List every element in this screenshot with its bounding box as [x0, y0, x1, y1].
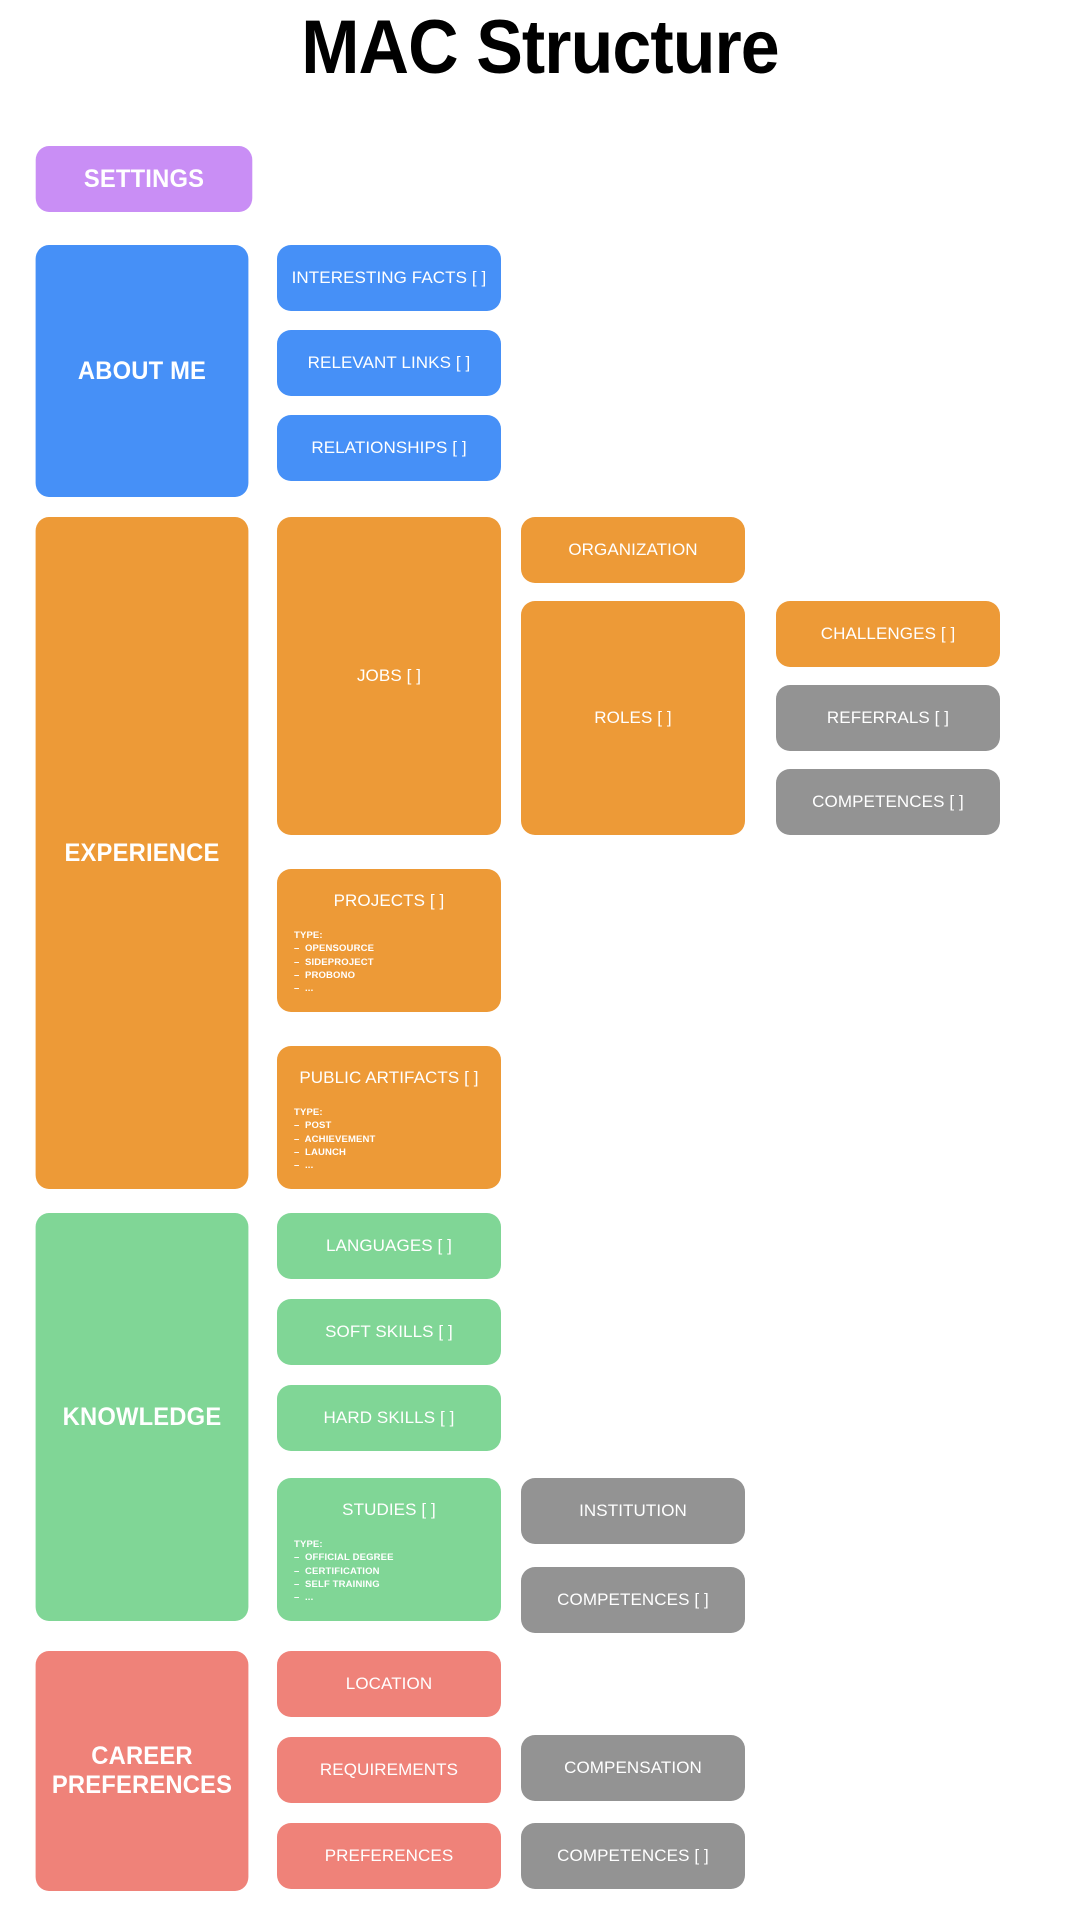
type-item: – ... — [294, 983, 314, 995]
type-item: – SIDEPROJECT — [294, 956, 374, 968]
leaf-public-artifacts[interactable]: PUBLIC ARTIFACTS [ ] TYPE: – POST – ACHI… — [277, 1046, 501, 1189]
leaf-institution[interactable]: INSTITUTION — [521, 1478, 745, 1544]
leaf-interesting-facts[interactable]: INTERESTING FACTS [ ] — [277, 245, 501, 311]
group-career-preferences[interactable]: CAREER PREFERENCES — [35, 1651, 249, 1891]
type-label: TYPE: — [294, 1106, 323, 1118]
leaf-hard-skills[interactable]: HARD SKILLS [ ] — [277, 1385, 501, 1451]
group-career-preferences-line1: CAREER — [91, 1742, 193, 1771]
leaf-preferences[interactable]: PREFERENCES — [277, 1823, 501, 1889]
page-title: MAC Structure — [301, 5, 779, 90]
type-label: TYPE: — [294, 1538, 323, 1550]
leaf-public-artifacts-type-list: TYPE: – POST – ACHIEVEMENT – LAUNCH – ..… — [277, 1106, 501, 1173]
leaf-competences-knowledge[interactable]: COMPETENCES [ ] — [521, 1567, 745, 1633]
leaf-roles[interactable]: ROLES [ ] — [521, 601, 745, 835]
type-item: – SELF TRAINING — [294, 1579, 380, 1590]
leaf-relationships[interactable]: RELATIONSHIPS [ ] — [277, 415, 501, 481]
leaf-jobs[interactable]: JOBS [ ] — [277, 517, 501, 835]
group-career-preferences-line2: PREFERENCES — [51, 1771, 233, 1799]
leaf-challenges[interactable]: CHALLENGES [ ] — [776, 601, 1000, 667]
type-item: – CERTIFICATION — [294, 1565, 380, 1577]
group-settings[interactable]: SETTINGS — [35, 146, 253, 212]
leaf-competences-experience[interactable]: COMPETENCES [ ] — [776, 769, 1000, 835]
type-item: – PROBONO — [294, 970, 356, 981]
group-experience[interactable]: EXPERIENCE — [35, 517, 249, 1189]
leaf-studies-type-list: TYPE: – OFFICIAL DEGREE – CERTIFICATION … — [277, 1538, 501, 1605]
leaf-projects-title: PROJECTS [ ] — [333, 891, 445, 910]
leaf-projects-type-list: TYPE: – OPENSOURCE – SIDEPROJECT – PROBO… — [277, 929, 501, 996]
group-knowledge[interactable]: KNOWLEDGE — [35, 1213, 249, 1621]
leaf-referrals[interactable]: REFERRALS [ ] — [776, 685, 1000, 751]
leaf-organization[interactable]: ORGANIZATION — [521, 517, 745, 583]
leaf-location[interactable]: LOCATION — [277, 1651, 501, 1717]
type-item: – OFFICIAL DEGREE — [294, 1552, 394, 1564]
leaf-languages[interactable]: LANGUAGES [ ] — [277, 1213, 501, 1279]
group-about-me[interactable]: ABOUT ME — [35, 245, 249, 497]
leaf-projects[interactable]: PROJECTS [ ] TYPE: – OPENSOURCE – SIDEPR… — [277, 869, 501, 1012]
leaf-competences-career[interactable]: COMPETENCES [ ] — [521, 1823, 745, 1889]
type-item: – ... — [294, 1592, 314, 1604]
leaf-soft-skills[interactable]: SOFT SKILLS [ ] — [277, 1299, 501, 1365]
leaf-requirements[interactable]: REQUIREMENTS — [277, 1737, 501, 1803]
type-label: TYPE: — [294, 929, 323, 941]
leaf-relevant-links[interactable]: RELEVANT LINKS [ ] — [277, 330, 501, 396]
leaf-studies-title: STUDIES [ ] — [342, 1500, 436, 1519]
type-item: – ... — [294, 1160, 314, 1172]
type-item: – OPENSOURCE — [294, 943, 375, 955]
leaf-compensation[interactable]: COMPENSATION — [521, 1735, 745, 1801]
type-item: – ACHIEVEMENT — [294, 1133, 376, 1145]
type-item: – POST — [294, 1120, 332, 1132]
type-item: – LAUNCH — [294, 1147, 347, 1158]
leaf-public-artifacts-title: PUBLIC ARTIFACTS [ ] — [299, 1068, 479, 1087]
leaf-studies[interactable]: STUDIES [ ] TYPE: – OFFICIAL DEGREE – CE… — [277, 1478, 501, 1621]
